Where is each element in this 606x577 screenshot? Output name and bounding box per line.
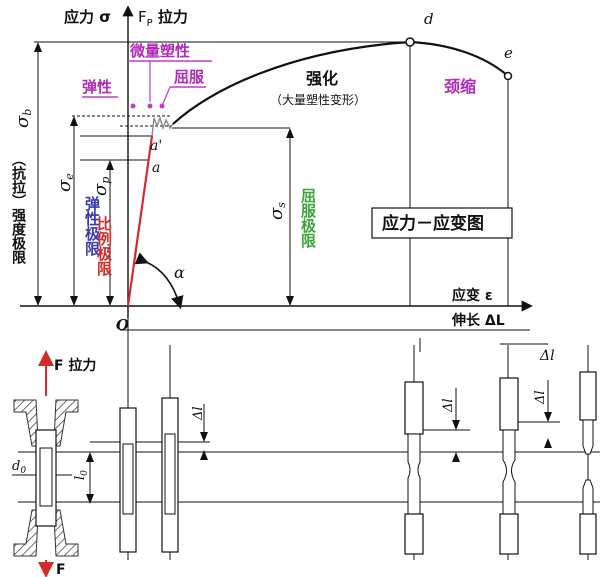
micro-plastic-label: 微量塑性 <box>129 42 190 60</box>
l0-label: l0 <box>73 470 90 480</box>
sigma-s-label: σs <box>266 202 288 220</box>
sigma-e-label: σe <box>54 173 76 192</box>
necking-label: 颈缩 <box>444 77 476 96</box>
yield-segment <box>151 115 174 137</box>
hardening-necking-curve <box>172 40 509 125</box>
y-axis-stress-label: 应力 σ <box>64 8 111 26</box>
yield-limit-label: 屈服极限 <box>299 188 317 249</box>
sigma-p-label: σp <box>90 177 112 196</box>
proportional-limit-label: 比例极限 <box>95 215 113 277</box>
point-d <box>405 37 415 47</box>
force-top-label: F 拉力 <box>54 357 96 374</box>
sigma-b-label: σb <box>12 109 34 128</box>
specimen-1 <box>119 345 137 560</box>
specimen-5-fractured <box>579 345 597 560</box>
y-axis-force-label: FP 拉力 <box>138 8 188 29</box>
diagram-title: 应力－应变图 <box>382 213 484 234</box>
origin-label: O <box>116 316 129 334</box>
svg-text:σs: σs <box>266 202 288 220</box>
elastic-label: 弹性 <box>82 78 112 96</box>
tensile-strength-label: （抗拉）强度极限 <box>10 152 27 265</box>
x-axis-elongation-label: 伸长 ΔL <box>451 312 505 329</box>
delta-l-label-2: Δl <box>441 398 456 413</box>
x-axis-strain-label: 应变 ε <box>452 287 493 304</box>
delta-l-label-1: Δl <box>191 406 206 421</box>
point-a-label: a <box>152 160 160 176</box>
force-bottom-label: F <box>56 562 66 577</box>
angle-arc <box>134 252 184 310</box>
point-e-label: e <box>504 44 513 62</box>
point-e <box>503 71 513 81</box>
specimen-4: Δl <box>499 345 552 560</box>
specimen-in-grips: F 拉力 F d0 l0 <box>12 350 96 577</box>
yield-label: 屈服 <box>174 68 205 86</box>
angle-alpha-label: α <box>174 263 185 282</box>
d0-label: d0 <box>12 459 26 476</box>
hardening-label: 强化 <box>306 69 338 88</box>
title-box <box>371 207 513 239</box>
hardening-note: （大量塑性变形） <box>270 92 366 107</box>
delta-l-label-3: Δl <box>533 390 548 405</box>
specimen-3: Δl <box>404 345 460 560</box>
svg-text:σp: σp <box>90 177 112 196</box>
point-d-label: d <box>424 10 434 28</box>
stress-strain-graph: 应力 σ FP 拉力 应变 ε 伸长 ΔL O <box>10 5 533 350</box>
svg-text:σe: σe <box>54 173 76 192</box>
delta-l-top-label: Δl <box>539 348 555 364</box>
point-a-prime-label: a' <box>150 138 162 154</box>
specimen-2: Δl <box>161 345 208 560</box>
elastic-limit-label: 弹性极限 <box>83 195 101 257</box>
svg-text:（抗拉）强度极限: （抗拉）强度极限 <box>10 152 27 265</box>
svg-text:σb: σb <box>12 109 34 128</box>
elastic-segment <box>126 135 154 307</box>
specimen-sequence: F 拉力 F d0 l0 <box>12 338 600 577</box>
